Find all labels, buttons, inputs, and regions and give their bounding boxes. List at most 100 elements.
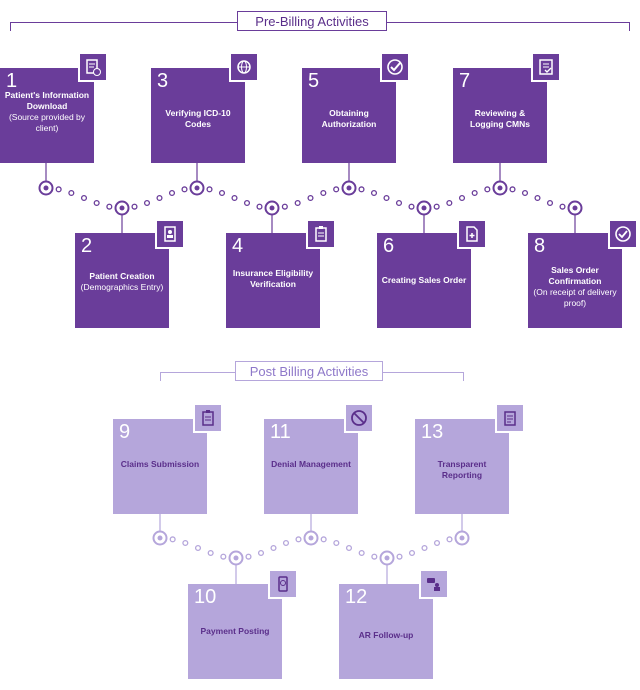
connector-dot bbox=[182, 539, 189, 547]
step-card-13: 13 Transparent Reporting bbox=[415, 419, 509, 514]
step-card-4: 4 Insurance Eligibility Verification bbox=[226, 233, 320, 328]
step-title: Creating Sales Order bbox=[381, 275, 467, 285]
step-number: 8 bbox=[534, 235, 546, 257]
step-card-9: 9 Claims Submission bbox=[113, 419, 207, 514]
connector-dot bbox=[408, 549, 416, 557]
step-number: 9 bbox=[119, 421, 131, 443]
connector-node-center bbox=[308, 535, 314, 541]
connector-node-center bbox=[572, 205, 578, 211]
step-title: Patient's Information Download bbox=[4, 90, 90, 111]
connector-dot bbox=[282, 539, 290, 547]
connector-dot bbox=[358, 549, 365, 557]
connector-node-center bbox=[119, 205, 125, 211]
connector-node-center bbox=[497, 185, 503, 191]
step-title: Patient Creation bbox=[89, 271, 155, 281]
connector-dot bbox=[320, 536, 327, 543]
connector-dot bbox=[484, 186, 491, 193]
connector-dot bbox=[93, 199, 100, 207]
step-number: 1 bbox=[6, 70, 18, 92]
connector-dot bbox=[446, 199, 453, 207]
step-card-5: 5 Obtaining Authorization bbox=[302, 68, 396, 163]
step-number: 13 bbox=[421, 421, 444, 443]
id-card-icon bbox=[155, 219, 185, 249]
connector-dot bbox=[281, 203, 288, 210]
payment-phone-icon bbox=[268, 569, 298, 599]
connector-dot bbox=[256, 203, 263, 210]
connector-dot bbox=[106, 203, 113, 210]
clipboard-icon bbox=[193, 403, 223, 433]
step-number: 6 bbox=[383, 235, 395, 257]
connector-dot bbox=[207, 549, 214, 557]
connector-dot bbox=[307, 194, 314, 202]
step-number: 7 bbox=[459, 70, 471, 92]
connector-dot bbox=[68, 189, 75, 197]
connector-node-center bbox=[157, 535, 163, 541]
pre-billing-connector bbox=[38, 163, 583, 233]
connector-dot bbox=[421, 544, 428, 552]
connector-dot bbox=[446, 536, 453, 543]
checklist-icon bbox=[531, 52, 561, 82]
connector-dot bbox=[231, 194, 238, 202]
connector-dot bbox=[245, 553, 252, 560]
step-title: Payment Posting bbox=[200, 626, 270, 636]
connector-dot bbox=[396, 553, 403, 560]
connector-dot bbox=[358, 186, 365, 193]
step-subtitle: (On receipt of delivery proof) bbox=[533, 287, 617, 308]
check-circle-icon bbox=[608, 219, 638, 249]
connector-node-center bbox=[346, 185, 352, 191]
connector-dot bbox=[408, 203, 415, 210]
step-card-2: 2 Patient Creation (Demographics Entry) bbox=[75, 233, 169, 328]
step-title: Sales Order Confirmation bbox=[548, 265, 602, 286]
connector-node-center bbox=[233, 555, 239, 561]
connector-dot bbox=[168, 189, 176, 197]
step-card-7: 7 Reviewing & Logging CMNs bbox=[453, 68, 547, 163]
connector-dot bbox=[294, 199, 301, 207]
connector-dot bbox=[257, 549, 265, 557]
check-box-icon bbox=[380, 52, 410, 82]
step-number: 4 bbox=[232, 235, 244, 257]
code-globe-icon bbox=[229, 52, 259, 82]
connector-dot bbox=[534, 194, 541, 202]
connector-dot bbox=[433, 539, 441, 547]
step-number: 12 bbox=[345, 586, 368, 608]
report-icon bbox=[495, 403, 525, 433]
document-download-icon bbox=[78, 52, 108, 82]
connector-dot bbox=[80, 194, 88, 202]
connector-dot bbox=[320, 189, 327, 197]
step-title: AR Follow-up bbox=[358, 630, 414, 640]
post-billing-title: Post Billing Activities bbox=[235, 361, 383, 381]
new-document-icon bbox=[457, 219, 487, 249]
connector-node-center bbox=[384, 555, 390, 561]
connector-dot bbox=[383, 194, 390, 202]
step-subtitle: (Source provided by client) bbox=[8, 112, 86, 133]
connector-dot bbox=[559, 203, 566, 210]
step-number: 10 bbox=[194, 586, 217, 608]
connector-dot bbox=[220, 553, 227, 560]
clipboard-icon bbox=[306, 219, 336, 249]
connector-dot bbox=[371, 553, 378, 560]
connector-dot bbox=[156, 194, 163, 202]
step-card-8: 8 Sales Order Confirmation (On receipt o… bbox=[528, 233, 622, 328]
chat-person-icon bbox=[419, 569, 449, 599]
connector-dot bbox=[370, 189, 378, 197]
prohibited-icon bbox=[344, 403, 374, 433]
connector-dot bbox=[270, 544, 277, 552]
connector-node-center bbox=[421, 205, 427, 211]
step-subtitle: (Demographics Entry) bbox=[80, 282, 164, 292]
connector-dot bbox=[295, 536, 302, 543]
step-title: Reviewing & Logging CMNs bbox=[470, 108, 530, 129]
connector-dot bbox=[345, 544, 353, 552]
step-title: Claims Submission bbox=[120, 459, 200, 469]
step-card-11: 11 Denial Management bbox=[264, 419, 358, 514]
connector-dot bbox=[143, 199, 151, 207]
connector-node-center bbox=[194, 185, 200, 191]
connector-dot bbox=[458, 194, 466, 202]
step-number: 3 bbox=[157, 70, 169, 92]
connector-dot bbox=[471, 189, 478, 197]
post-billing-connector bbox=[152, 514, 470, 584]
connector-dot bbox=[333, 539, 340, 547]
step-card-10: 10 Payment Posting bbox=[188, 584, 282, 679]
connector-dot bbox=[433, 203, 440, 210]
connector-dot bbox=[395, 199, 403, 207]
